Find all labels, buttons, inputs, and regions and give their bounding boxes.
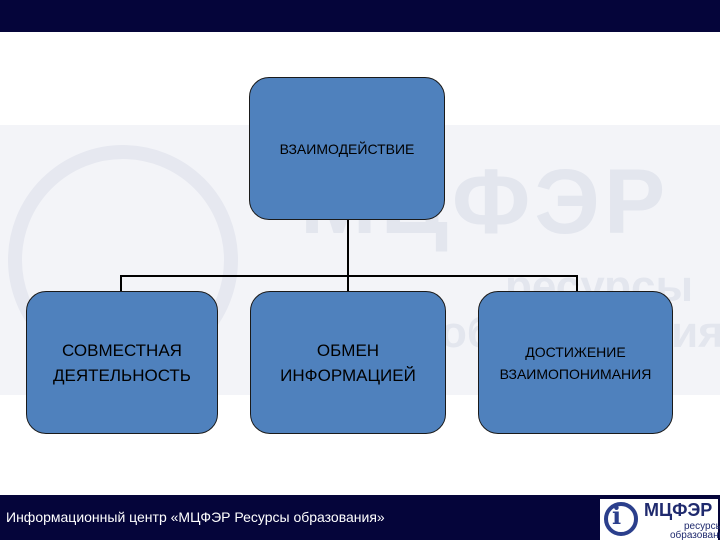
node-information-exchange: ОБМЕН ИНФОРМАЦИЕЙ	[250, 291, 446, 434]
logo-line1: ресурсы	[684, 521, 720, 532]
logo-i-icon: i	[612, 501, 622, 530]
node-information-exchange-line1: ОБМЕН	[316, 340, 380, 360]
footer-text: Информационный центр «МЦФЭР Ресурсы обра…	[6, 509, 385, 525]
footer-bar: Информационный центр «МЦФЭР Ресурсы обра…	[0, 495, 720, 541]
connector-child-3	[576, 275, 578, 291]
node-root: ВЗАИМОДЕЙСТВИЕ	[249, 77, 445, 220]
logo-circle-icon	[604, 502, 638, 536]
node-information-exchange-line2: ИНФОРМАЦИЕЙ	[280, 365, 416, 385]
connector-child-1	[120, 275, 122, 291]
connector-horizontal	[120, 275, 578, 277]
node-joint-activity-line1: СОВМЕСТНАЯ	[62, 340, 182, 360]
node-root-label: ВЗАИМОДЕЙСТВИЕ	[279, 140, 415, 157]
connector-child-2	[347, 275, 349, 291]
logo: i МЦФЭР ресурсы образования	[600, 499, 720, 541]
logo-line2: образования	[670, 530, 720, 541]
node-joint-activity-line2: ДЕЯТЕЛЬНОСТЬ	[53, 365, 191, 385]
connector-root	[347, 220, 349, 277]
top-bar	[0, 0, 720, 32]
node-mutual-understanding-line2: ВЗАИМОПОНИМАНИЯ	[499, 365, 652, 382]
node-mutual-understanding: ДОСТИЖЕНИЕ ВЗАИМОПОНИМАНИЯ	[478, 291, 673, 434]
logo-title: МЦФЭР	[644, 500, 713, 520]
node-mutual-understanding-line1: ДОСТИЖЕНИЕ	[525, 343, 626, 360]
node-joint-activity: СОВМЕСТНАЯ ДЕЯТЕЛЬНОСТЬ	[26, 291, 218, 434]
